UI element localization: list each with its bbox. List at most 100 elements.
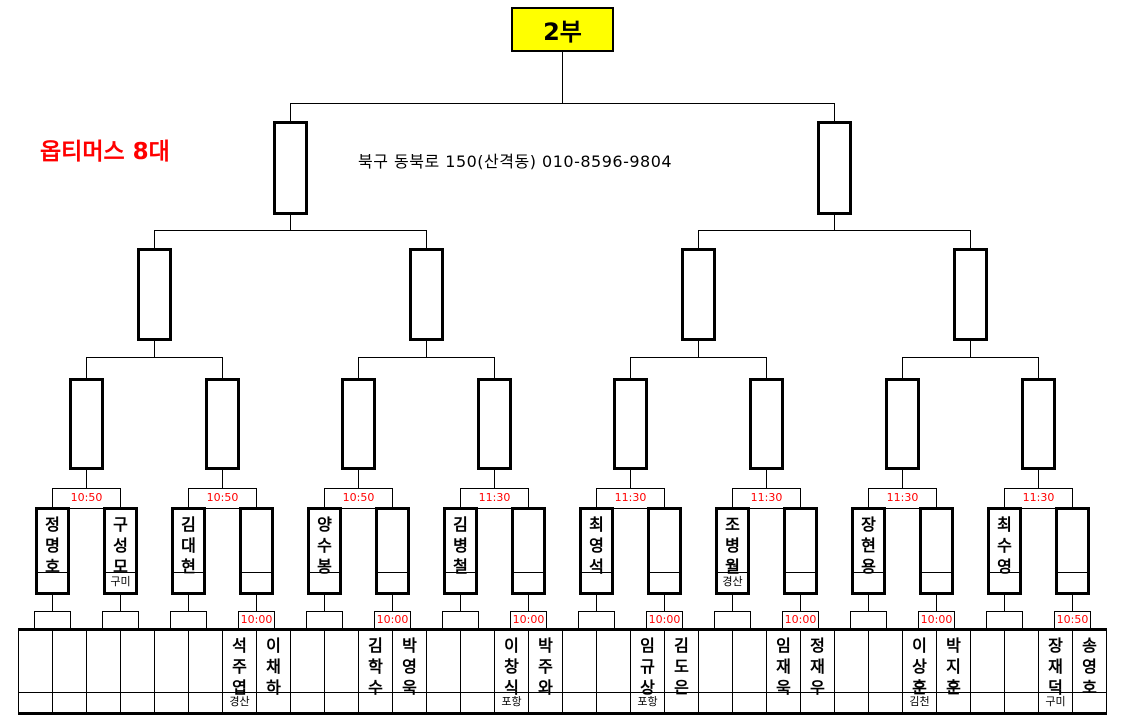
brand-label: 옵티머스 8대 (40, 139, 170, 165)
player-name: 임규상 (640, 636, 655, 697)
player-name: 장재덕 (1048, 636, 1063, 697)
round16-slot[interactable] (341, 378, 376, 470)
player-name: 김대현 (181, 515, 196, 576)
prelim-player-cell[interactable] (834, 628, 869, 715)
player-slot[interactable] (1055, 507, 1090, 595)
prelim-player-cell[interactable] (86, 628, 121, 715)
bracket-line (664, 595, 665, 611)
prelim-player-cell[interactable] (188, 628, 223, 715)
round16-slot[interactable] (885, 378, 920, 470)
prelim-player-cell[interactable] (120, 628, 155, 715)
bracket-line (970, 341, 971, 357)
player-region (801, 692, 834, 712)
player-slot[interactable] (647, 507, 682, 595)
player-region (174, 572, 203, 592)
bracket-line (766, 470, 767, 488)
prelim-player-cell[interactable] (868, 628, 903, 715)
semifinal-slot[interactable] (817, 121, 852, 215)
round16-slot[interactable] (205, 378, 240, 470)
round16-slot[interactable] (749, 378, 784, 470)
division-title: 2부 (511, 7, 614, 52)
player-name: 송영호 (1082, 636, 1097, 697)
prelim-player-cell[interactable]: 임재욱 (766, 628, 801, 715)
prelim-player-cell[interactable] (1004, 628, 1039, 715)
player-slot[interactable]: 양수봉 (307, 507, 342, 595)
player-slot[interactable]: 최수영 (987, 507, 1022, 595)
prelim-time-badge: 10:00 (646, 611, 683, 629)
quarterfinal-slot[interactable] (681, 248, 716, 341)
quarterfinal-slot[interactable] (953, 248, 988, 341)
prelim-player-cell[interactable] (290, 628, 325, 715)
player-region (242, 572, 271, 592)
player-region (189, 692, 222, 712)
prelim-player-cell[interactable]: 이채하 (256, 628, 291, 715)
player-region (597, 692, 630, 712)
bracket-line (698, 230, 699, 248)
prelim-time-badge: 10:00 (510, 611, 547, 629)
match-time-badge: 11:30 (732, 488, 801, 509)
prelim-player-cell[interactable] (154, 628, 189, 715)
prelim-player-cell[interactable]: 김학수 (358, 628, 393, 715)
bracket-line (868, 595, 869, 611)
player-region: 포항 (631, 692, 664, 712)
player-region (990, 572, 1019, 592)
player-region (427, 692, 460, 712)
player-slot[interactable]: 김병철 (443, 507, 478, 595)
prelim-match-box (986, 611, 1023, 629)
bracket-line (460, 595, 461, 611)
round16-slot[interactable] (477, 378, 512, 470)
prelim-player-cell[interactable] (698, 628, 733, 715)
prelim-player-cell[interactable] (426, 628, 461, 715)
prelim-player-cell[interactable]: 송영호 (1072, 628, 1107, 715)
prelim-player-cell[interactable] (732, 628, 767, 715)
prelim-player-cell[interactable] (18, 628, 53, 715)
match-time-badge: 11:30 (596, 488, 665, 509)
quarterfinal-slot[interactable] (137, 248, 172, 341)
player-slot[interactable] (239, 507, 274, 595)
player-slot[interactable]: 김대현 (171, 507, 206, 595)
round16-slot[interactable] (1021, 378, 1056, 470)
player-name: 조병월 (725, 515, 740, 576)
player-region (665, 692, 698, 712)
prelim-player-cell[interactable]: 박지훈 (936, 628, 971, 715)
bracket-line (188, 595, 189, 611)
player-slot[interactable] (919, 507, 954, 595)
prelim-player-cell[interactable] (52, 628, 87, 715)
player-slot[interactable]: 장현용 (851, 507, 886, 595)
quarterfinal-slot[interactable] (409, 248, 444, 341)
player-slot[interactable] (375, 507, 410, 595)
round16-slot[interactable] (69, 378, 104, 470)
prelim-match-box (714, 611, 751, 629)
prelim-player-cell[interactable]: 박주와 (528, 628, 563, 715)
round16-slot[interactable] (613, 378, 648, 470)
player-slot[interactable]: 정명호 (35, 507, 70, 595)
player-region (446, 572, 475, 592)
bracket-line (562, 52, 563, 103)
semifinal-slot[interactable] (273, 121, 308, 215)
bracket-line (426, 341, 427, 357)
prelim-player-cell[interactable]: 정재우 (800, 628, 835, 715)
prelim-player-cell[interactable]: 박영욱 (392, 628, 427, 715)
prelim-player-cell[interactable] (970, 628, 1005, 715)
player-region (835, 692, 868, 712)
player-slot[interactable] (783, 507, 818, 595)
prelim-player-cell[interactable]: 김도은 (664, 628, 699, 715)
prelim-player-cell[interactable] (596, 628, 631, 715)
prelim-player-cell[interactable] (460, 628, 495, 715)
bracket-line (834, 215, 835, 230)
prelim-time-badge: 10:00 (782, 611, 819, 629)
prelim-player-cell[interactable] (324, 628, 359, 715)
match-time-badge: 10:50 (324, 488, 393, 509)
bracket-line (936, 595, 937, 611)
player-slot[interactable] (511, 507, 546, 595)
player-slot[interactable]: 최영석 (579, 507, 614, 595)
prelim-player-cell[interactable] (562, 628, 597, 715)
player-region (461, 692, 494, 712)
